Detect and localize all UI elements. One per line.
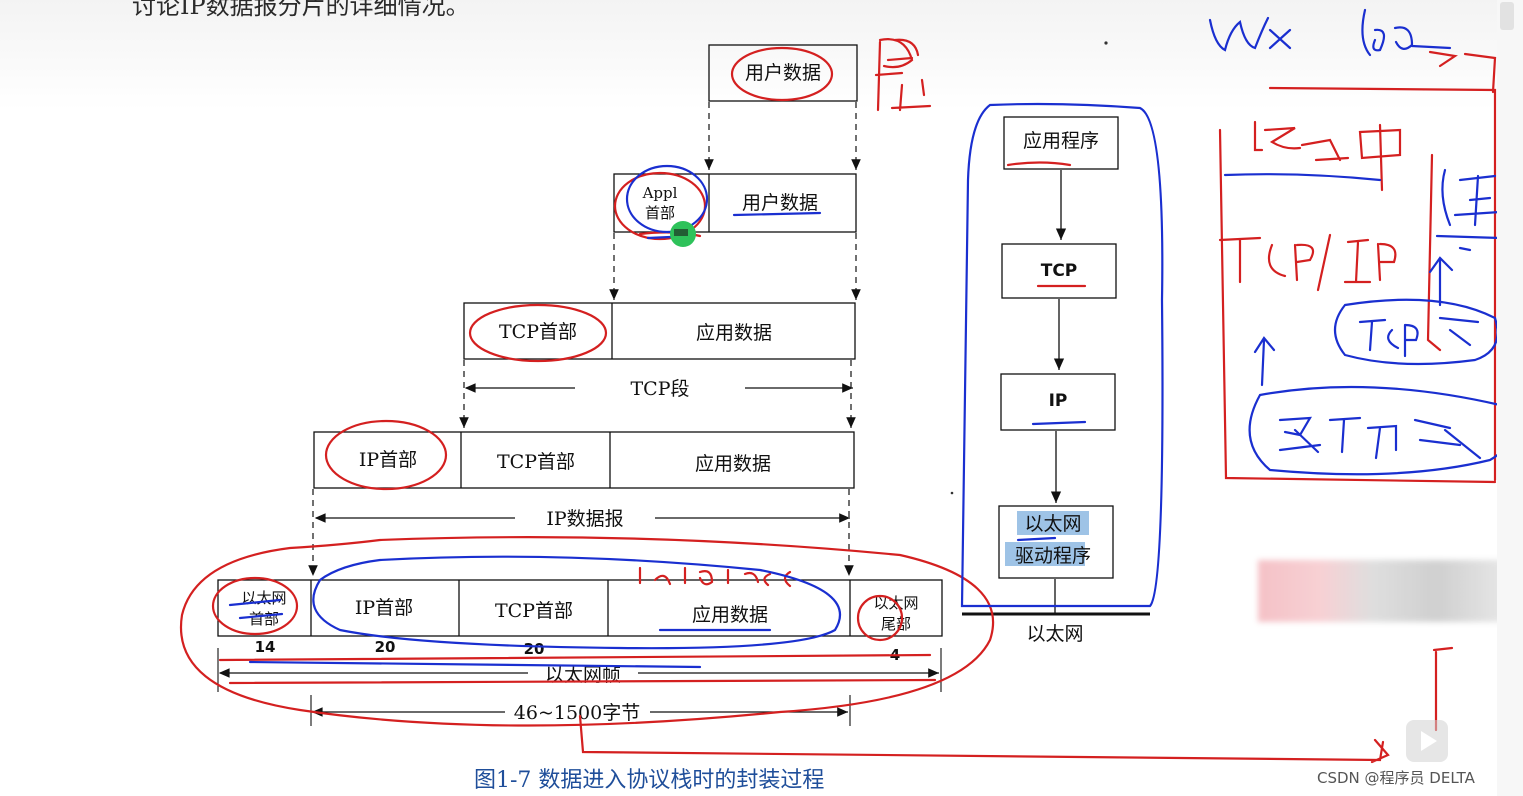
protocol-stack: 应用程序 TCP IP 以太网 驱动程序 以太网	[962, 116, 1150, 645]
app-data-label: 应用数据	[696, 322, 772, 344]
circle-ip-header	[324, 419, 448, 491]
ip-header-label: IP首部	[355, 597, 413, 619]
frame-stack	[960, 102, 1164, 608]
eth-trailer-line2: 尾部	[881, 615, 911, 633]
red-frame-left	[1218, 128, 1497, 484]
tcp-segment-label: TCP段	[631, 378, 690, 400]
stack-driver-box	[998, 505, 1114, 579]
scribble-qq	[1361, 8, 1452, 57]
scribble-wx	[1208, 16, 1292, 52]
red-annotations	[179, 38, 1497, 764]
size-ip-header: 20	[375, 638, 396, 656]
stack-app-box	[1003, 116, 1119, 170]
scrollbar-thumb[interactable]	[1500, 2, 1514, 30]
circle-ip-packet	[312, 555, 841, 650]
scrollbar-track[interactable]	[1497, 0, 1523, 796]
top-fade	[0, 0, 1523, 110]
app-data-label: 应用数据	[695, 453, 771, 475]
circle-trailer	[856, 594, 904, 642]
stack-tcp-box	[1001, 243, 1117, 299]
circle-with-tcp-data	[1248, 385, 1512, 476]
user-data-label: 用户数据	[742, 192, 818, 214]
stack-ip-box	[1000, 373, 1116, 431]
scribble-binary	[638, 566, 792, 588]
payload-size-label: 46~1500字节	[514, 702, 640, 724]
scribble-tcp-shu	[1358, 316, 1480, 358]
circle-tcp-data	[1333, 298, 1499, 366]
tcp-header-label: TCP首部	[499, 321, 577, 343]
eth-header-line2: 首部	[249, 610, 279, 628]
red-frame-top	[1268, 86, 1497, 482]
circle-whole-frame	[179, 536, 995, 727]
ip-datagram-label: IP数据报	[546, 508, 623, 530]
stack-driver-line2: 驱动程序	[1015, 545, 1091, 567]
scribble-tcp-ip	[1218, 233, 1397, 292]
circle-appl	[613, 171, 707, 241]
highlight-driver	[1005, 542, 1085, 566]
circle-user-data	[730, 46, 834, 102]
stack-tcp-label: TCP	[1041, 261, 1078, 281]
row-tcp: TCP首部 应用数据	[463, 302, 856, 360]
tcp-header-label: TCP首部	[497, 451, 575, 473]
highlight-eth	[1017, 511, 1089, 535]
figure-caption: 图1-7 数据进入协议栈时的封装过程	[474, 768, 825, 793]
blurred-overlay	[1258, 560, 1513, 622]
row-ethernet: 以太网 首部 IP首部 TCP首部 应用数据 以太网 尾部	[217, 579, 943, 637]
size-tcp-header: 20	[524, 640, 545, 658]
appl-header-line2: 首部	[645, 204, 675, 222]
appl-row-box	[613, 173, 857, 233]
blue-annotations	[228, 8, 1512, 669]
user-data-label: 用户数据	[745, 62, 821, 84]
scribble-data-char	[1441, 168, 1502, 227]
watermark: CSDN @程序员 DELTA	[1317, 769, 1475, 787]
circle-eth-header	[211, 576, 299, 636]
row-ip: IP首部 TCP首部 应用数据	[313, 431, 855, 489]
size-eth-header: 14	[255, 638, 276, 656]
ip-header-label: IP首部	[359, 449, 417, 471]
scribble-gen-tcp-shu	[1278, 416, 1482, 460]
circle-tcp-header	[468, 303, 608, 363]
appl-header-line1: Appl	[642, 184, 678, 202]
row-appl: Appl 首部 用户数据	[613, 173, 857, 233]
eth-header-line1: 以太网	[241, 589, 286, 607]
app-data-label: 应用数据	[692, 604, 768, 626]
play-icon[interactable]	[1406, 720, 1448, 762]
stack-ip-label: IP	[1049, 391, 1068, 411]
stack-network-label: 以太网	[1026, 623, 1083, 645]
scribble-hi	[874, 38, 932, 112]
header-text: 讨论IP数据报分片的详细情况。	[132, 0, 470, 20]
circle-appl-blue	[625, 164, 709, 234]
tcp-header-label: TCP首部	[495, 600, 573, 622]
stack-app-label: 应用程序	[1023, 130, 1099, 152]
arrow-to-right	[578, 714, 1390, 764]
stack-driver-line1: 以太网	[1024, 513, 1081, 535]
scribble-zhangsan	[1253, 120, 1402, 192]
